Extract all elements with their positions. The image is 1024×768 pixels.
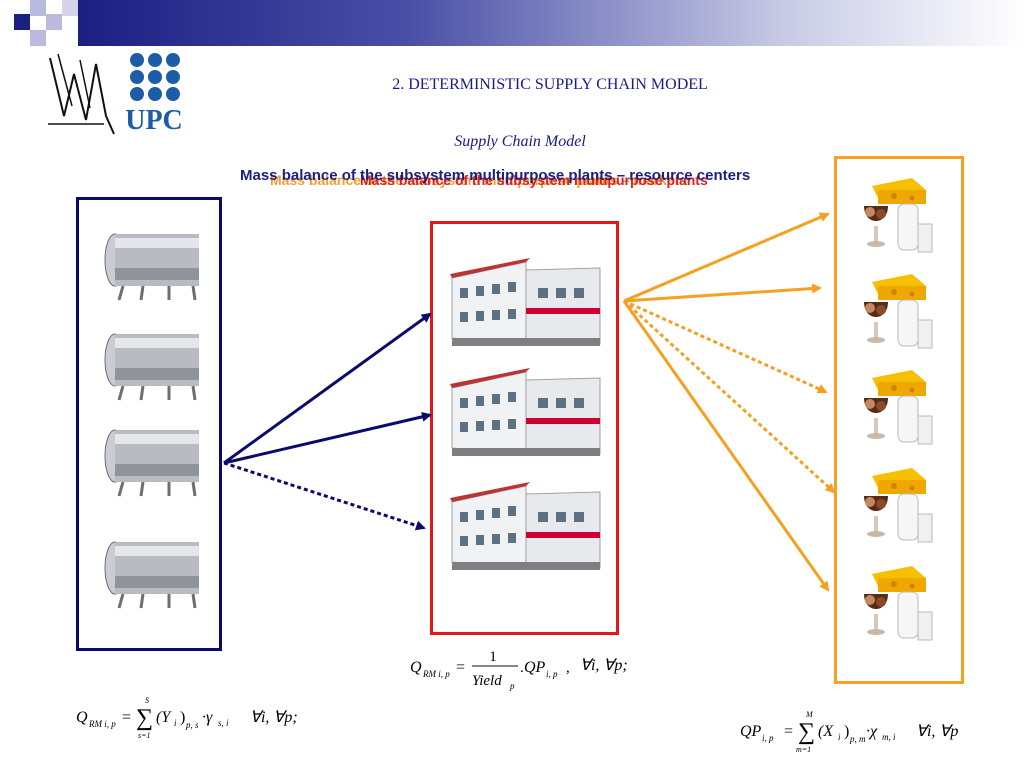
arrow-plant-market-2 <box>623 283 822 303</box>
svg-text:.: . <box>520 660 524 676</box>
heading-resource-centers: Mass balance of the subsystem multipurpo… <box>240 167 751 184</box>
resource-to-plant-arrows <box>223 312 432 531</box>
svg-text:∑: ∑ <box>798 719 815 745</box>
formula-resource-lhs: Q <box>76 709 88 726</box>
upc-logo: UPC <box>48 53 183 136</box>
arrow-plant-market-5 <box>622 300 830 592</box>
corner-squares-decoration <box>14 0 78 46</box>
svg-text:,: , <box>566 660 570 676</box>
formula-resource-gamma-sub: s, i <box>218 718 229 728</box>
formula-resource-sum-top: S <box>145 696 149 705</box>
title-gradient-bar <box>78 0 1024 46</box>
formula-market-chi: ·χ <box>866 723 878 740</box>
upc-logo-text: UPC <box>125 105 183 136</box>
formula-market-lhs-sub: i, p <box>762 733 774 743</box>
arrow-plant-market-3 <box>623 299 828 394</box>
dairy-plant-image-1 <box>450 258 601 346</box>
formula-plant-forall: ∀i, ∀p; <box>580 657 628 674</box>
formula-plant-num: 1 <box>489 649 497 665</box>
heading-markets: Mass balance of the subsystem multipurpo… <box>270 172 688 188</box>
formula-resource-sum-bottom: s=1 <box>138 731 151 740</box>
slide-subtitle: Supply Chain Model <box>454 133 586 150</box>
formula-resource-forall: ∀i, ∀p; <box>250 709 298 726</box>
arrow-resource-plant-1 <box>223 312 432 465</box>
arrow-plant-market-1 <box>623 212 830 303</box>
resource-centers-box <box>76 197 222 651</box>
formula-plant-rhs: QP <box>524 659 546 676</box>
slide-title: 2. DETERMINISTIC SUPPLY CHAIN MODEL <box>392 76 708 93</box>
dairy-plant-image-3 <box>450 482 601 570</box>
milk-tank-image-4 <box>104 541 199 609</box>
formula-market-sum-top: M <box>805 710 814 719</box>
dairy-plant-image-2 <box>450 368 601 456</box>
formula-market-balance: QP i, p = M ∑ m=1 (X i ) p, m ·χ m, i ∀i… <box>740 710 958 754</box>
formula-resource-balance: Q RM i, p = S ∑ s=1 (Y i ) p, s ·γ s, i … <box>76 696 298 740</box>
formula-resource-lhs-sub: RM i, p <box>88 719 116 729</box>
formula-plant-lhs-sub: RM i, p <box>422 669 450 679</box>
formula-market-sum-bottom: m=1 <box>796 745 811 754</box>
formula-plant-lhs: Q <box>410 659 422 676</box>
plants-box <box>430 221 619 635</box>
formula-plant-den-sub: p <box>509 681 515 691</box>
plant-to-market-arrows <box>622 212 836 592</box>
svg-text:=: = <box>122 709 131 726</box>
milk-tank-image-1 <box>104 233 199 301</box>
svg-text:=: = <box>456 659 465 676</box>
formula-resource-term-sub2: p, s <box>185 720 199 730</box>
formula-market-term-close: ) <box>844 723 849 740</box>
formula-market-term: (X <box>818 723 834 740</box>
formula-plant-rhs-sub: i, p <box>546 669 558 679</box>
milk-tank-image-3 <box>104 429 199 497</box>
dairy-products-image-5 <box>864 566 933 641</box>
milk-tank-image-2 <box>104 333 199 401</box>
svg-text:∑: ∑ <box>136 705 153 731</box>
heading-plants: Mass balance of the subsystem multipurpo… <box>360 172 708 188</box>
formula-resource-gamma: ·γ <box>202 709 213 726</box>
arrow-resource-plant-2 <box>223 411 432 465</box>
dairy-products-image-3 <box>864 370 933 445</box>
formula-plant-balance: Q RM i, p = 1 Yield p . QP i, p , ∀i, ∀p… <box>410 649 628 691</box>
dairy-products-image-1 <box>864 178 933 253</box>
formula-market-term-sub2: p, m <box>849 734 866 744</box>
dairy-products-image-2 <box>864 274 933 349</box>
formula-market-chi-sub: m, i <box>882 732 896 742</box>
formula-resource-term: (Y <box>156 709 172 726</box>
dairy-products-image-4 <box>864 468 933 543</box>
arrow-resource-plant-3 <box>223 461 426 531</box>
formula-resource-term-close: ) <box>180 709 185 726</box>
formula-market-forall: ∀i, ∀p <box>916 723 958 740</box>
markets-box <box>834 156 964 684</box>
formula-plant-den: Yield <box>472 673 502 689</box>
formula-resource-term-sub: i <box>174 718 177 728</box>
formula-market-term-sub: i <box>838 732 841 742</box>
formula-market-lhs: QP <box>740 723 762 740</box>
svg-text:=: = <box>784 723 793 740</box>
arrow-plant-market-4 <box>622 299 836 494</box>
